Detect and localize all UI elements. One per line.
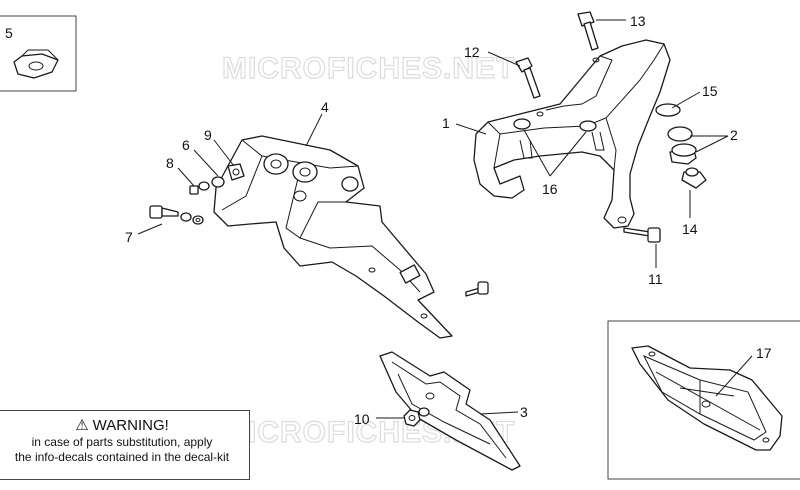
warning-title-row: ⚠WARNING! bbox=[0, 417, 249, 435]
callouts: 1 2 3 4 5 6 7 8 9 10 11 12 13 14 15 16 1… bbox=[5, 13, 772, 427]
part-5-clip-nut[interactable] bbox=[0, 15, 77, 92]
callout-6: 6 bbox=[182, 137, 190, 153]
part-16-rubber-pads[interactable] bbox=[513, 118, 597, 132]
callout-2: 2 bbox=[730, 127, 738, 143]
warning-line-1: in case of parts substitution, apply bbox=[31, 435, 213, 449]
callout-10: 10 bbox=[354, 411, 370, 427]
part-12-bolt[interactable] bbox=[515, 57, 541, 99]
part-4-plate-holder[interactable] bbox=[213, 135, 453, 339]
part-10-nut[interactable] bbox=[403, 407, 430, 427]
callout-5: 5 bbox=[5, 25, 13, 41]
callout-8: 8 bbox=[166, 155, 174, 171]
callout-15: 15 bbox=[702, 83, 718, 99]
part-13-bolt[interactable] bbox=[577, 11, 599, 51]
callout-14: 14 bbox=[682, 221, 698, 237]
part-14-spacer[interactable] bbox=[681, 167, 707, 189]
part-3-plate-frame[interactable] bbox=[379, 351, 521, 471]
part-11-bolt[interactable] bbox=[623, 227, 661, 243]
part-2-rubber-mount[interactable] bbox=[667, 126, 697, 165]
warning-box: ⚠WARNING! in case of parts substitution,… bbox=[0, 410, 250, 480]
part-7-bolt[interactable] bbox=[149, 205, 204, 225]
warning-line-2: the info-decals contained in the decal-k… bbox=[14, 450, 230, 464]
callout-4: 4 bbox=[321, 99, 329, 115]
callout-13: 13 bbox=[630, 13, 646, 29]
watermark-top: MICROFICHES.NET bbox=[222, 52, 515, 85]
part-9-spacer[interactable] bbox=[227, 163, 245, 181]
callout-1: 1 bbox=[442, 115, 450, 131]
part-8-screw[interactable] bbox=[189, 176, 225, 195]
callout-7: 7 bbox=[125, 229, 133, 245]
callout-16: 16 bbox=[542, 181, 558, 197]
part-1-grab-rail[interactable] bbox=[473, 39, 671, 229]
callout-12: 12 bbox=[464, 44, 480, 60]
warning-title: WARNING! bbox=[92, 417, 169, 434]
bracket-bolt[interactable] bbox=[465, 281, 489, 297]
part-17-license-plate-box[interactable] bbox=[607, 320, 800, 480]
leader-lines bbox=[137, 19, 753, 419]
warning-triangle-icon: ⚠ bbox=[75, 417, 89, 434]
callout-11: 11 bbox=[648, 271, 663, 287]
callout-9: 9 bbox=[204, 127, 212, 143]
callout-17: 17 bbox=[756, 345, 772, 361]
callout-3: 3 bbox=[520, 404, 528, 420]
